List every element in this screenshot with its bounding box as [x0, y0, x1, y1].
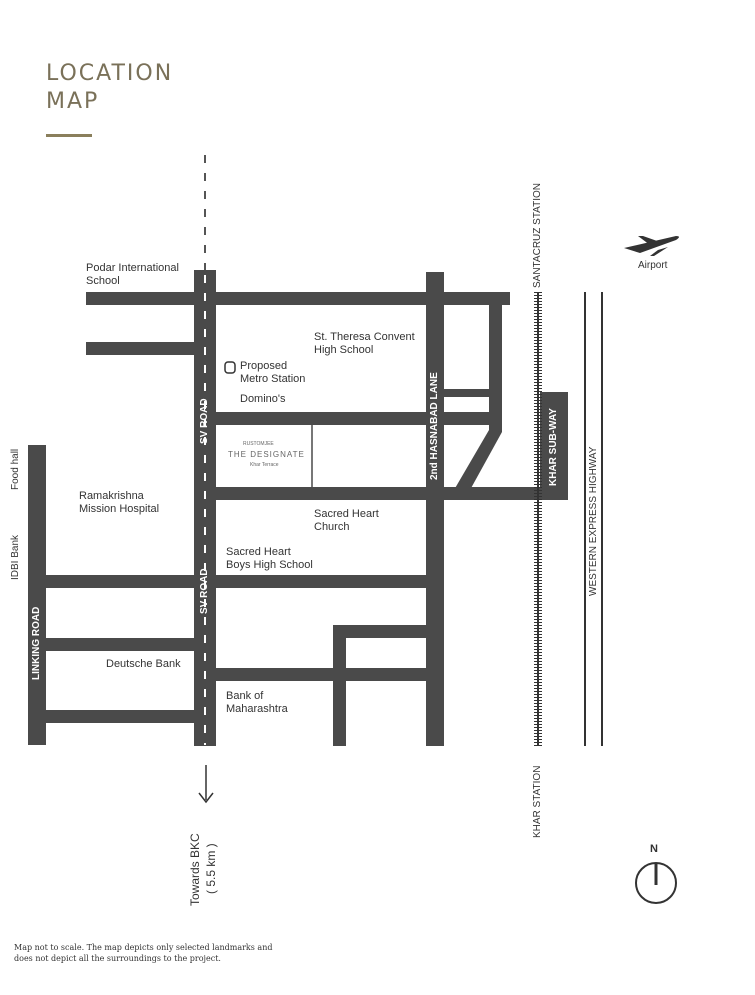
- road-dominos: [210, 412, 496, 425]
- road-boys-school: [28, 575, 434, 588]
- label-khar-station: KHAR STATION: [532, 765, 543, 838]
- road-east-vertical: [489, 300, 502, 432]
- compass-north-label: N: [650, 843, 658, 855]
- label-linking-road: LINKING ROAD: [31, 606, 42, 680]
- road-khar-subway-link: [210, 487, 566, 500]
- road-loop-vertical: [333, 625, 346, 746]
- disclaimer: Map not to scale. The map depicts only s…: [14, 943, 273, 963]
- label-santacruz-station: SANTACRUZ STATION: [532, 183, 543, 288]
- project-brand: RUSTOMJEE: [243, 441, 274, 447]
- label-khar-subway: KHAR SUB-WAY: [548, 408, 559, 486]
- label-airport: Airport: [638, 260, 668, 271]
- road-linking: [28, 445, 46, 745]
- title-line-2: MAP: [46, 89, 100, 114]
- title-underline: [46, 134, 92, 137]
- label-western-express-highway: WESTERN EXPRESS HIGHWAY: [588, 446, 599, 596]
- page-title: LOCATION MAP: [46, 60, 173, 116]
- label-sv-road-lower: SV ROAD: [199, 568, 210, 614]
- road-linking-lower: [28, 710, 198, 723]
- label-deutsche-bank: Deutsche Bank: [106, 658, 181, 670]
- road-podar: [86, 292, 510, 305]
- road-west-2: [86, 342, 206, 355]
- project-name: THE DESIGNATE: [228, 450, 305, 459]
- metro-icon: [224, 361, 236, 374]
- project-sub: Khar Terrace: [250, 462, 279, 468]
- title-line-1: LOCATION: [46, 61, 174, 86]
- label-idbi: IDBI Bank: [10, 534, 21, 580]
- road-small: [434, 389, 494, 397]
- label-dominos: Domino's: [240, 393, 286, 405]
- road-deutsche-upper: [28, 638, 198, 651]
- label-bkc-distance: ( 5.5 km ): [204, 843, 218, 894]
- label-towards-bkc: Towards BKC: [188, 833, 202, 906]
- label-hasnabad-lane: 2nd HASNABAD LANE: [429, 372, 440, 480]
- khar-subway-box: [540, 392, 568, 500]
- label-sv-road-upper: SV ROAD: [199, 398, 210, 444]
- road-diagonal: [454, 430, 502, 490]
- road-sv: [194, 270, 216, 746]
- road-hasnabad: [426, 272, 444, 746]
- road-loop: [333, 625, 433, 638]
- airplane-icon: [624, 236, 679, 256]
- road-bank-maharashtra: [210, 668, 434, 681]
- label-food-hall: Food hall: [10, 448, 21, 490]
